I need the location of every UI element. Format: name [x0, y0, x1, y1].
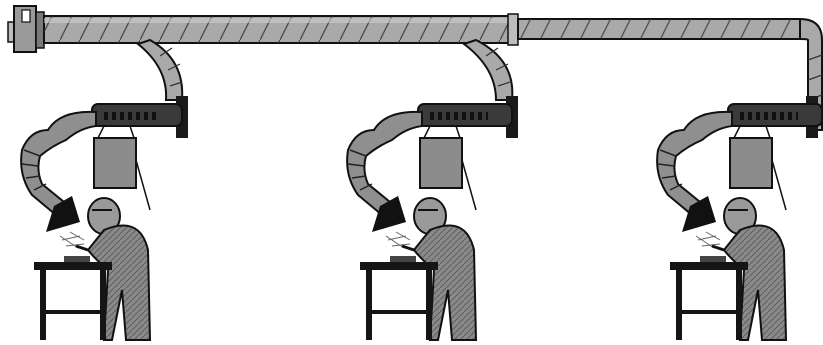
control-panel: [730, 138, 772, 188]
extraction-fan-icon: [8, 6, 44, 52]
work-bench: [34, 256, 112, 340]
control-panel: [94, 138, 136, 188]
work-bench: [670, 256, 748, 340]
drop-duct: [138, 40, 182, 100]
welding-sparks: [60, 232, 84, 248]
welding-station-3: [657, 96, 822, 340]
welding-station-1: [21, 40, 188, 340]
welding-sparks: [386, 232, 410, 248]
flexible-hose: [21, 112, 96, 215]
flexible-hose: [347, 112, 422, 215]
welding-sparks: [696, 232, 720, 248]
drop-duct: [464, 40, 512, 100]
control-panel: [420, 138, 462, 188]
welding-station-2: [347, 40, 518, 340]
work-bench: [360, 256, 438, 340]
flexible-hose: [657, 112, 732, 215]
